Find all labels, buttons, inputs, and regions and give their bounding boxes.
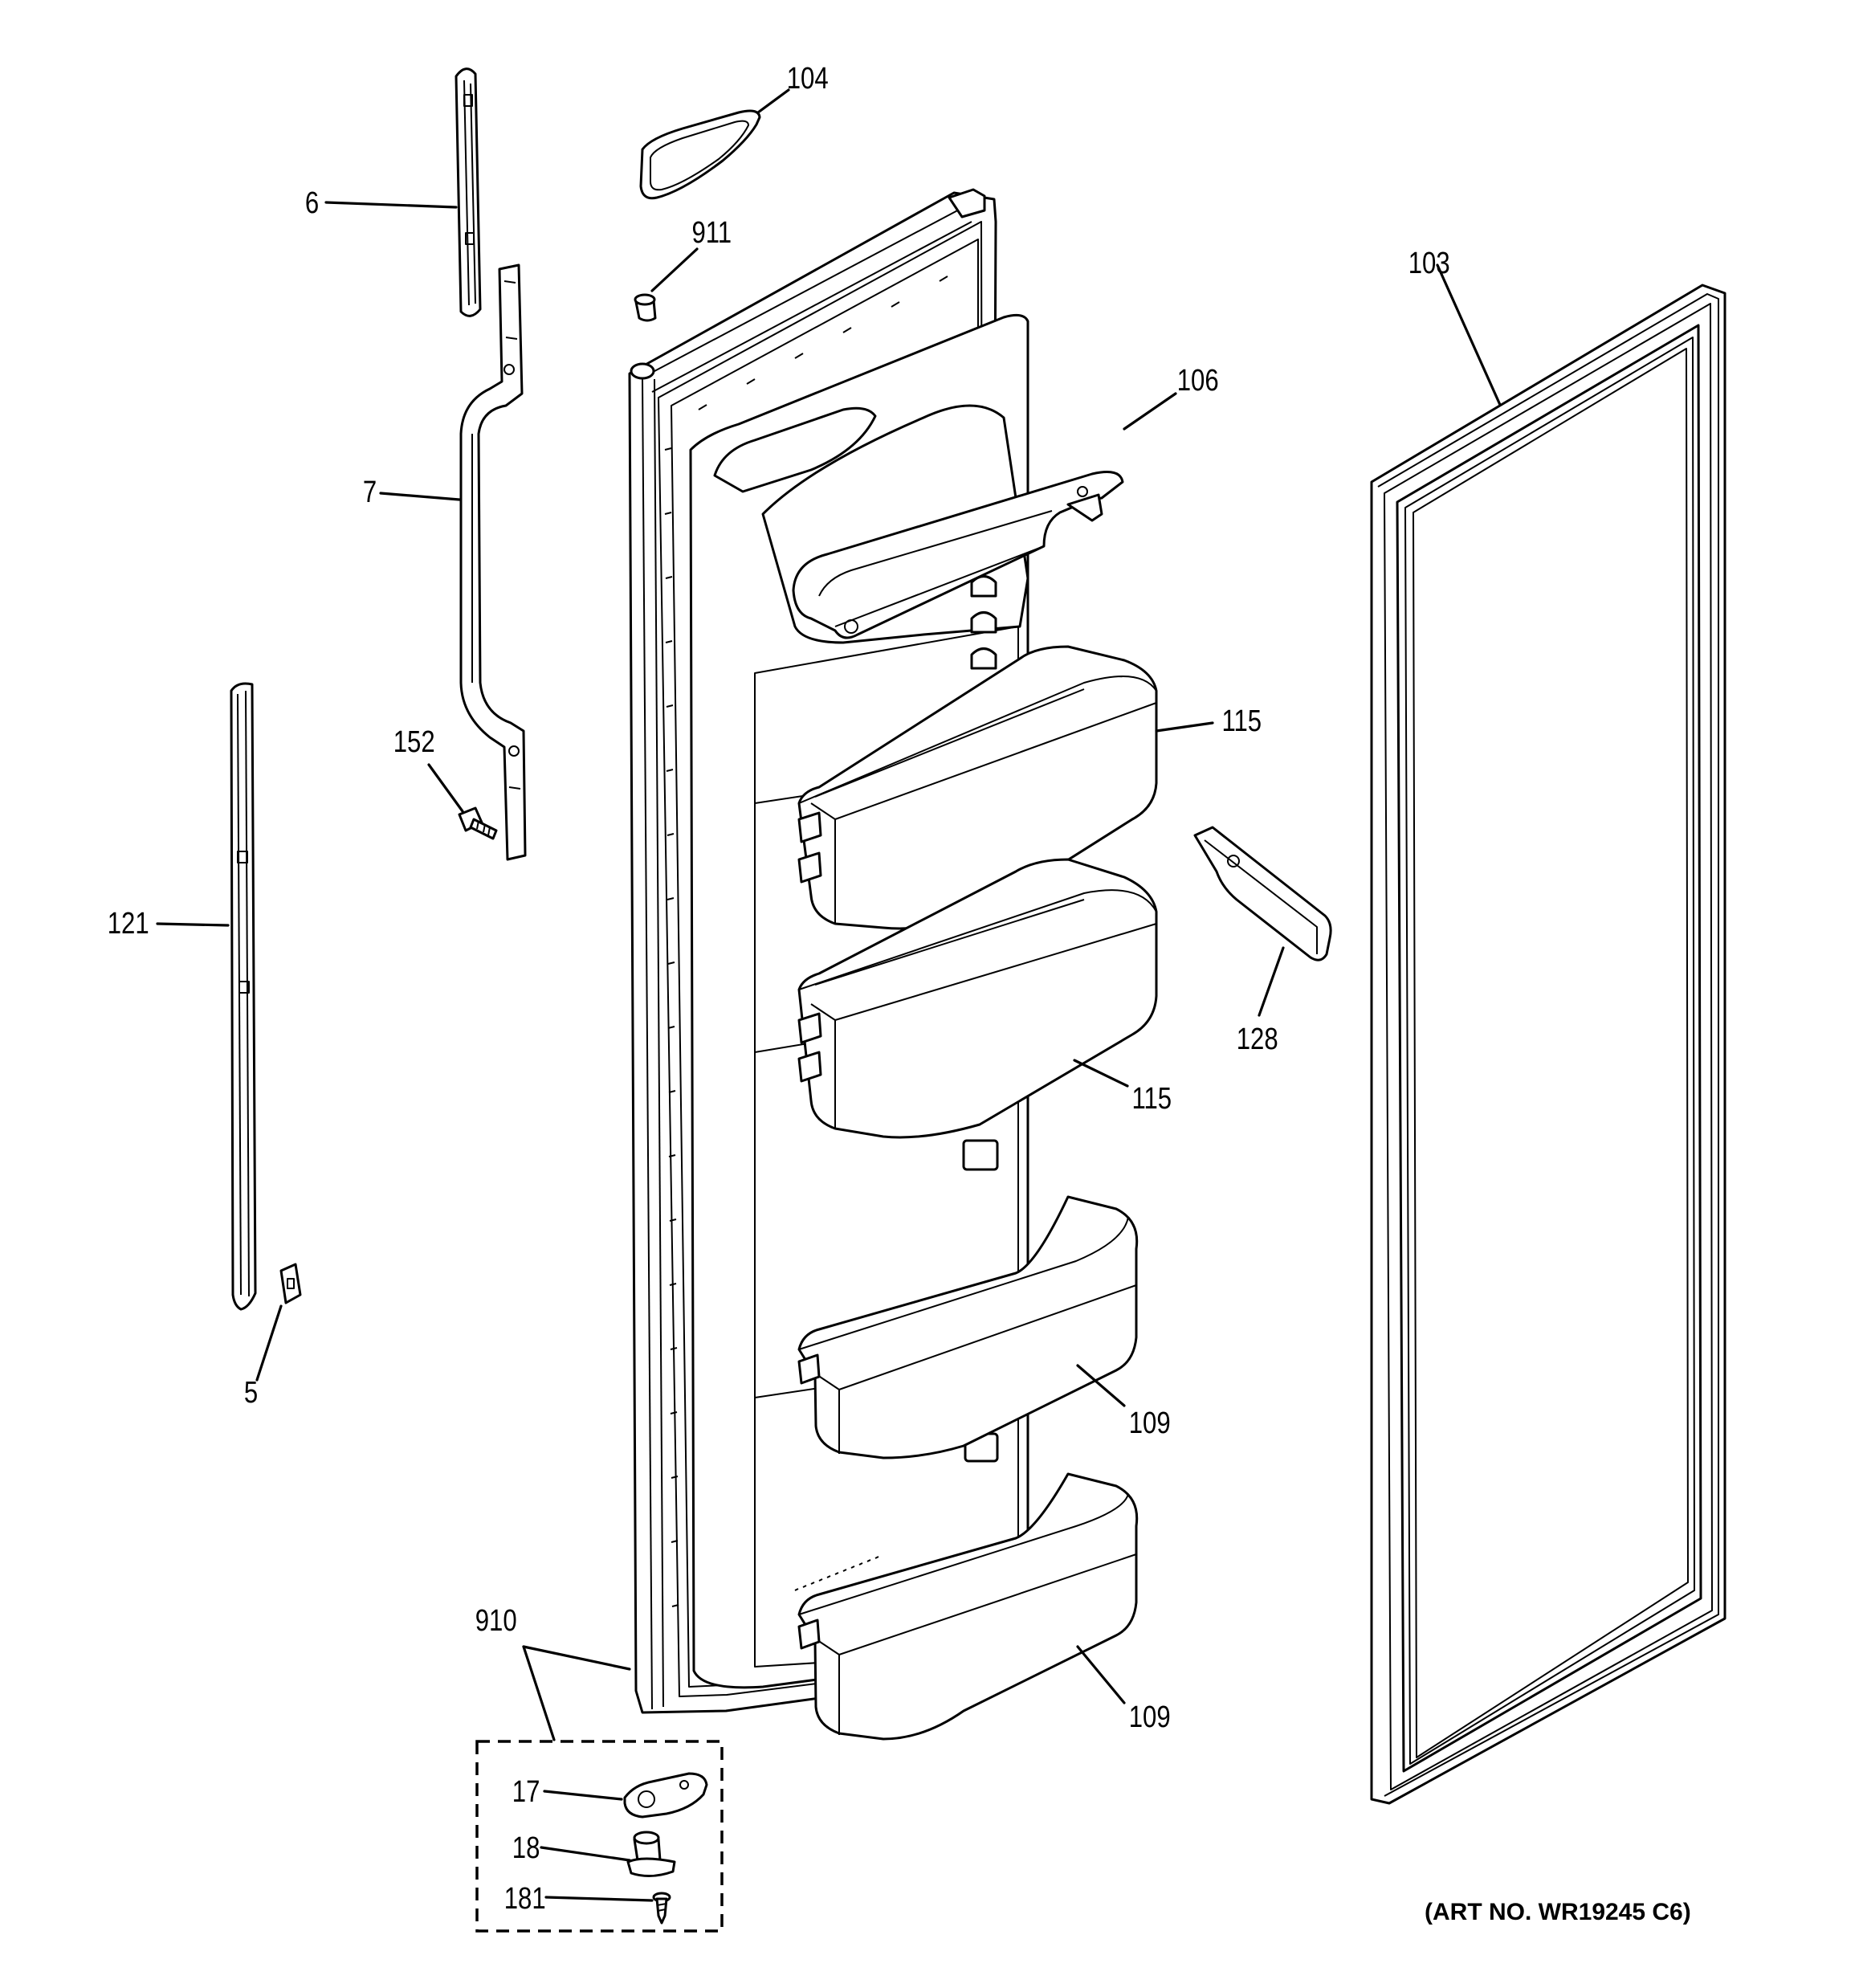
part-152-screw xyxy=(458,806,498,840)
callout-121: 121 xyxy=(108,907,149,941)
callout-115b: 115 xyxy=(1131,1082,1172,1116)
part-128-bracket xyxy=(1193,826,1332,961)
part-6-handle-trim-upper xyxy=(455,67,482,317)
part-5-clip xyxy=(279,1263,302,1304)
art-number: (ART NO. WR19245 C6) xyxy=(1425,1899,1691,1925)
part-181-screw xyxy=(652,1892,671,1925)
leader-17 xyxy=(543,1790,623,1801)
part-115-door-bin-lower xyxy=(797,858,1158,1139)
callout-labels: 6 7 152 121 5 104 911 106 115 115 109 10… xyxy=(108,62,1691,1925)
leader-128 xyxy=(1258,946,1285,1017)
leader-152 xyxy=(427,763,464,813)
part-109-shelf-bin-lower xyxy=(797,1472,1139,1741)
leader-103 xyxy=(1436,263,1502,406)
callout-6: 6 xyxy=(305,186,319,220)
leader-121 xyxy=(156,922,230,927)
leader-18 xyxy=(540,1846,631,1862)
leader-910a xyxy=(522,1645,631,1671)
part-115-door-bin-upper xyxy=(797,645,1158,930)
leader-7 xyxy=(379,492,461,501)
leader-115a xyxy=(1155,721,1214,733)
callout-910: 910 xyxy=(475,1604,517,1638)
door-side-gasket-ticks xyxy=(664,276,948,1607)
part-106-dairy-door xyxy=(792,471,1124,639)
leader-104 xyxy=(756,88,790,114)
leader-115b xyxy=(1073,1059,1129,1088)
callout-109a: 109 xyxy=(1129,1406,1171,1440)
callout-104: 104 xyxy=(787,62,829,96)
callout-152: 152 xyxy=(393,725,435,759)
callout-181: 181 xyxy=(504,1882,546,1916)
callout-115a: 115 xyxy=(1221,704,1262,738)
part-121-trim-lower xyxy=(230,682,257,1311)
part-103-door-gasket xyxy=(1370,284,1726,1805)
part-104-cover xyxy=(639,109,761,200)
callout-7: 7 xyxy=(363,476,377,509)
part-911-plug xyxy=(634,293,657,322)
hinge-parts-box xyxy=(475,1740,724,1933)
leader-5 xyxy=(255,1304,283,1382)
leader-181 xyxy=(544,1896,654,1902)
leader-109a xyxy=(1076,1364,1126,1407)
callout-17: 17 xyxy=(512,1775,540,1809)
leader-109b xyxy=(1076,1645,1126,1704)
leader-911 xyxy=(650,247,699,292)
leader-910b xyxy=(522,1645,556,1741)
leader-lines xyxy=(156,88,1502,1902)
callout-18: 18 xyxy=(512,1831,540,1865)
part-18-hinge-pin xyxy=(626,1831,676,1877)
part-7-door-handle xyxy=(459,263,527,861)
callout-128: 128 xyxy=(1237,1023,1278,1056)
leader-6 xyxy=(324,201,458,209)
part-17-hinge-plate xyxy=(623,1772,708,1819)
leader-106 xyxy=(1123,392,1177,431)
callout-103: 103 xyxy=(1408,247,1450,280)
callout-109b: 109 xyxy=(1129,1700,1171,1734)
callout-911: 911 xyxy=(691,216,732,250)
part-109-shelf-bin-upper xyxy=(797,1195,1139,1459)
callout-5: 5 xyxy=(244,1376,258,1410)
callout-106: 106 xyxy=(1177,364,1219,398)
